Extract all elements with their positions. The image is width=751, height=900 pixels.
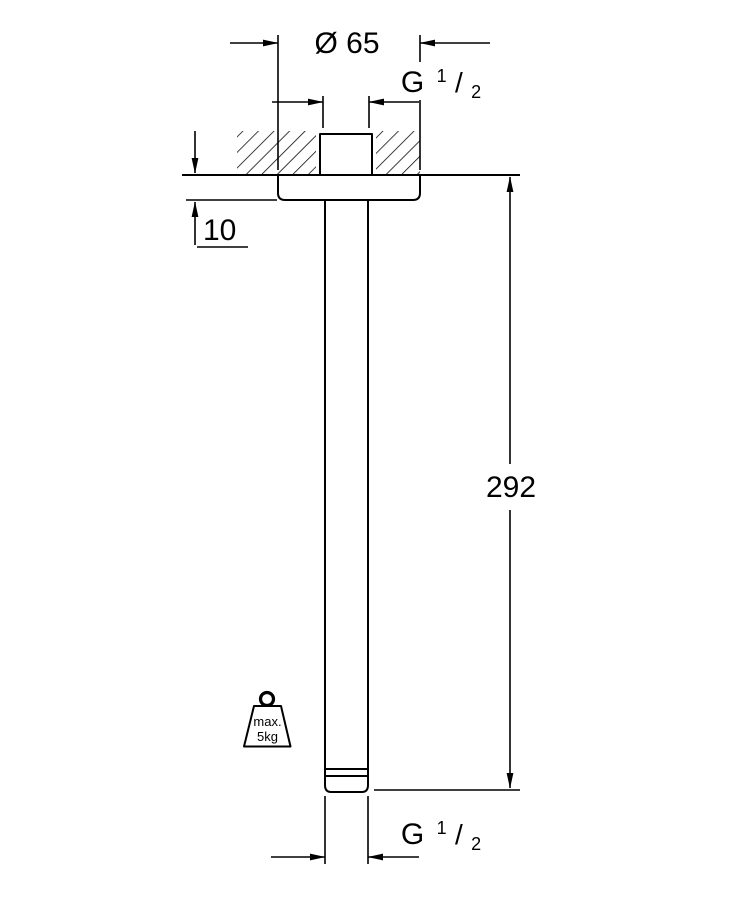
ceiling-hatch-left: [237, 131, 316, 175]
pipe-outline: [324, 200, 369, 793]
dim-thread-bottom: G 1 / 2: [271, 796, 481, 864]
dim-length-label: 292: [486, 471, 536, 504]
ceiling-hatch-right: [376, 131, 420, 175]
weight-ring: [258, 690, 276, 708]
shower-arm-pipe: [324, 200, 369, 793]
thread-top-label: G 1 / 2: [401, 56, 481, 102]
dim-diameter-label: Ø 65: [314, 27, 379, 60]
dim-diameter: Ø 65: [230, 27, 490, 170]
dim-flange-label: 10: [203, 214, 236, 247]
max-weight-line1: max.: [253, 714, 281, 729]
ceiling-section: [237, 131, 420, 175]
max-weight-line2: 5kg: [257, 729, 278, 744]
ceiling-flange: [277, 174, 421, 201]
connector-nut: [319, 133, 373, 176]
weight-body: [243, 705, 292, 748]
dim-flange-thickness: 10: [186, 131, 277, 248]
dim-arm-length: 292: [374, 176, 536, 791]
max-weight-icon: max. 5kg: [243, 690, 292, 748]
dim-thread-top: G 1 / 2: [272, 56, 481, 128]
thread-bottom-label: G 1 / 2: [401, 808, 481, 854]
